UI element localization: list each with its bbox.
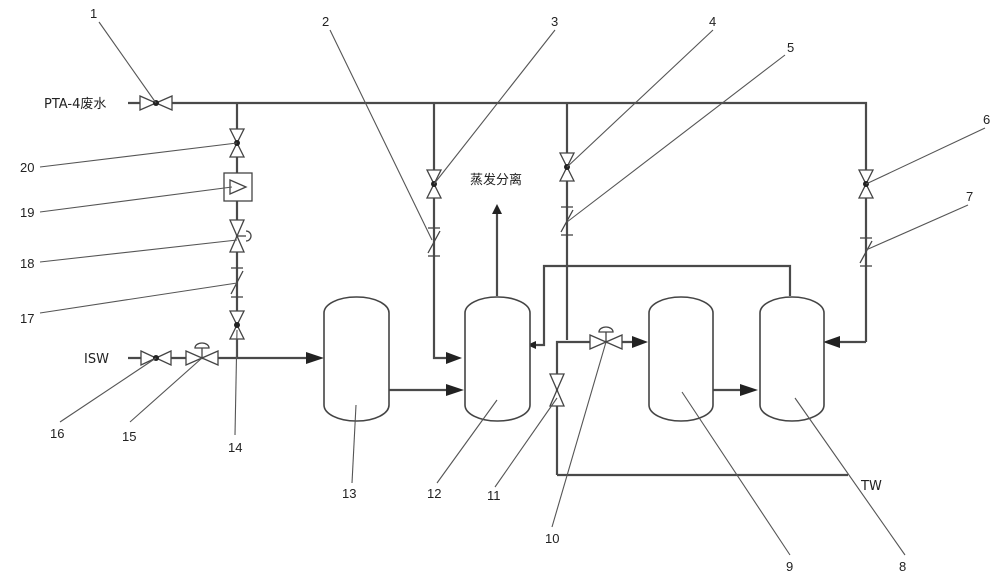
- leader-14: [234, 329, 238, 436]
- to-vessel-9-pipe: [555, 340, 640, 475]
- check-valve-5: [560, 206, 574, 236]
- vessel-13: [323, 296, 390, 422]
- recycle-pipe: [530, 264, 792, 347]
- leader-18: [39, 239, 238, 263]
- branch-to-12-pipe: [432, 103, 455, 360]
- leader-15: [129, 357, 203, 423]
- callout-4: 4: [709, 14, 716, 29]
- arrow-into-v13: [306, 352, 324, 364]
- callout-numbers: 1 2 3 4 5 6 7 8 9 10 11 12 13 14 15 16 1…: [20, 6, 990, 574]
- callout-3: 3: [551, 14, 558, 29]
- callout-2: 2: [322, 14, 329, 29]
- flow-arrows: [306, 204, 840, 396]
- arrow-into-v9: [632, 336, 648, 348]
- callout-18: 18: [20, 256, 34, 271]
- callout-9: 9: [786, 559, 793, 574]
- leader-5: [566, 54, 786, 223]
- check-valve-2: [427, 227, 441, 257]
- callout-16: 16: [50, 426, 64, 441]
- callout-12: 12: [427, 486, 441, 501]
- callout-11: 11: [487, 488, 501, 503]
- callout-7: 7: [966, 189, 973, 204]
- leader-17: [39, 282, 238, 314]
- leader-11: [494, 397, 558, 488]
- callout-8: 8: [899, 559, 906, 574]
- control-valve-10: [589, 326, 623, 350]
- pta-inlet-label: PTA-4废水: [44, 96, 106, 112]
- leader-9: [681, 391, 791, 556]
- vessels: [323, 296, 825, 422]
- leader-4: [566, 29, 714, 168]
- valve-11: [549, 373, 565, 407]
- tw-label: TW: [860, 479, 882, 494]
- valve-14: [228, 310, 246, 340]
- callout-13: 13: [342, 486, 356, 501]
- callout-5: 5: [787, 40, 794, 55]
- leader-19: [39, 186, 233, 213]
- leader-16: [59, 357, 157, 423]
- vessel-12: [464, 296, 531, 422]
- control-valve-15: [185, 342, 219, 366]
- callout-10: 10: [545, 531, 559, 546]
- check-valve-7: [859, 237, 873, 267]
- check-valve-17: [230, 267, 244, 298]
- arrow-into-v12-top: [446, 352, 462, 364]
- leader-6: [865, 127, 986, 185]
- callout-15: 15: [122, 429, 136, 444]
- valves: [139, 95, 875, 407]
- callout-1: 1: [90, 6, 97, 21]
- callout-14: 14: [228, 440, 242, 455]
- text-labels: PTA-4废水 ISW TW 蒸发分离: [44, 96, 882, 494]
- callout-19: 19: [20, 205, 34, 220]
- arrow-into-v12-bottom: [446, 384, 464, 396]
- arrow-evap-up: [492, 204, 502, 214]
- leader-10: [551, 341, 607, 528]
- vessel-8: [759, 296, 825, 422]
- leader-7: [865, 204, 969, 251]
- callout-20: 20: [20, 160, 34, 175]
- leader-lines: [39, 21, 986, 556]
- callout-6: 6: [983, 112, 990, 127]
- valve-20: [228, 128, 246, 158]
- leader-8: [794, 397, 906, 556]
- callout-17: 17: [20, 311, 34, 326]
- main-header-pipe: [128, 101, 868, 342]
- filter-19: [223, 172, 253, 202]
- isw-label: ISW: [84, 352, 109, 367]
- arrow-into-v8: [740, 384, 758, 396]
- arrow-recycle-into-v12: [527, 341, 536, 349]
- valve-3: [425, 169, 443, 199]
- valve-16: [140, 349, 172, 367]
- leader-3: [433, 29, 556, 185]
- valve-6: [857, 169, 875, 199]
- leader-1: [98, 21, 157, 104]
- leader-2: [329, 29, 433, 241]
- arrow-right-into-v8: [823, 336, 840, 348]
- evap-separation-label: 蒸发分离: [470, 172, 522, 188]
- valve-18: [229, 219, 252, 253]
- leader-12: [436, 399, 498, 484]
- vessel-9: [648, 296, 714, 422]
- leader-20: [39, 142, 238, 168]
- leader-13: [351, 404, 357, 484]
